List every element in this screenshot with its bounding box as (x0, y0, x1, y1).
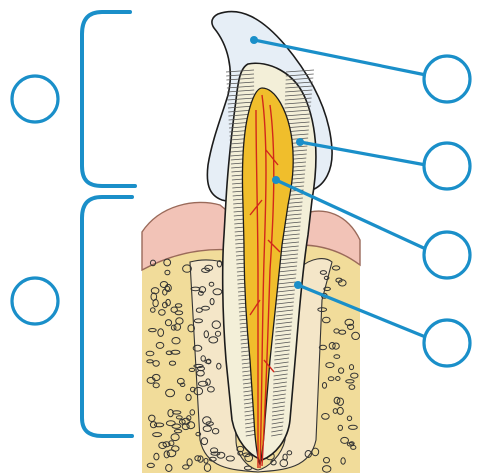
bracket-root (82, 197, 132, 436)
bracket-crown (82, 12, 135, 186)
label-circle-root[interactable] (12, 278, 58, 324)
label-circle-pulp[interactable] (424, 232, 470, 278)
label-circle-dentin[interactable] (424, 143, 470, 189)
label-circle-crown[interactable] (12, 76, 58, 122)
label-circle-root-canal[interactable] (424, 320, 470, 366)
label-circle-enamel[interactable] (424, 56, 470, 102)
brackets (82, 12, 135, 436)
